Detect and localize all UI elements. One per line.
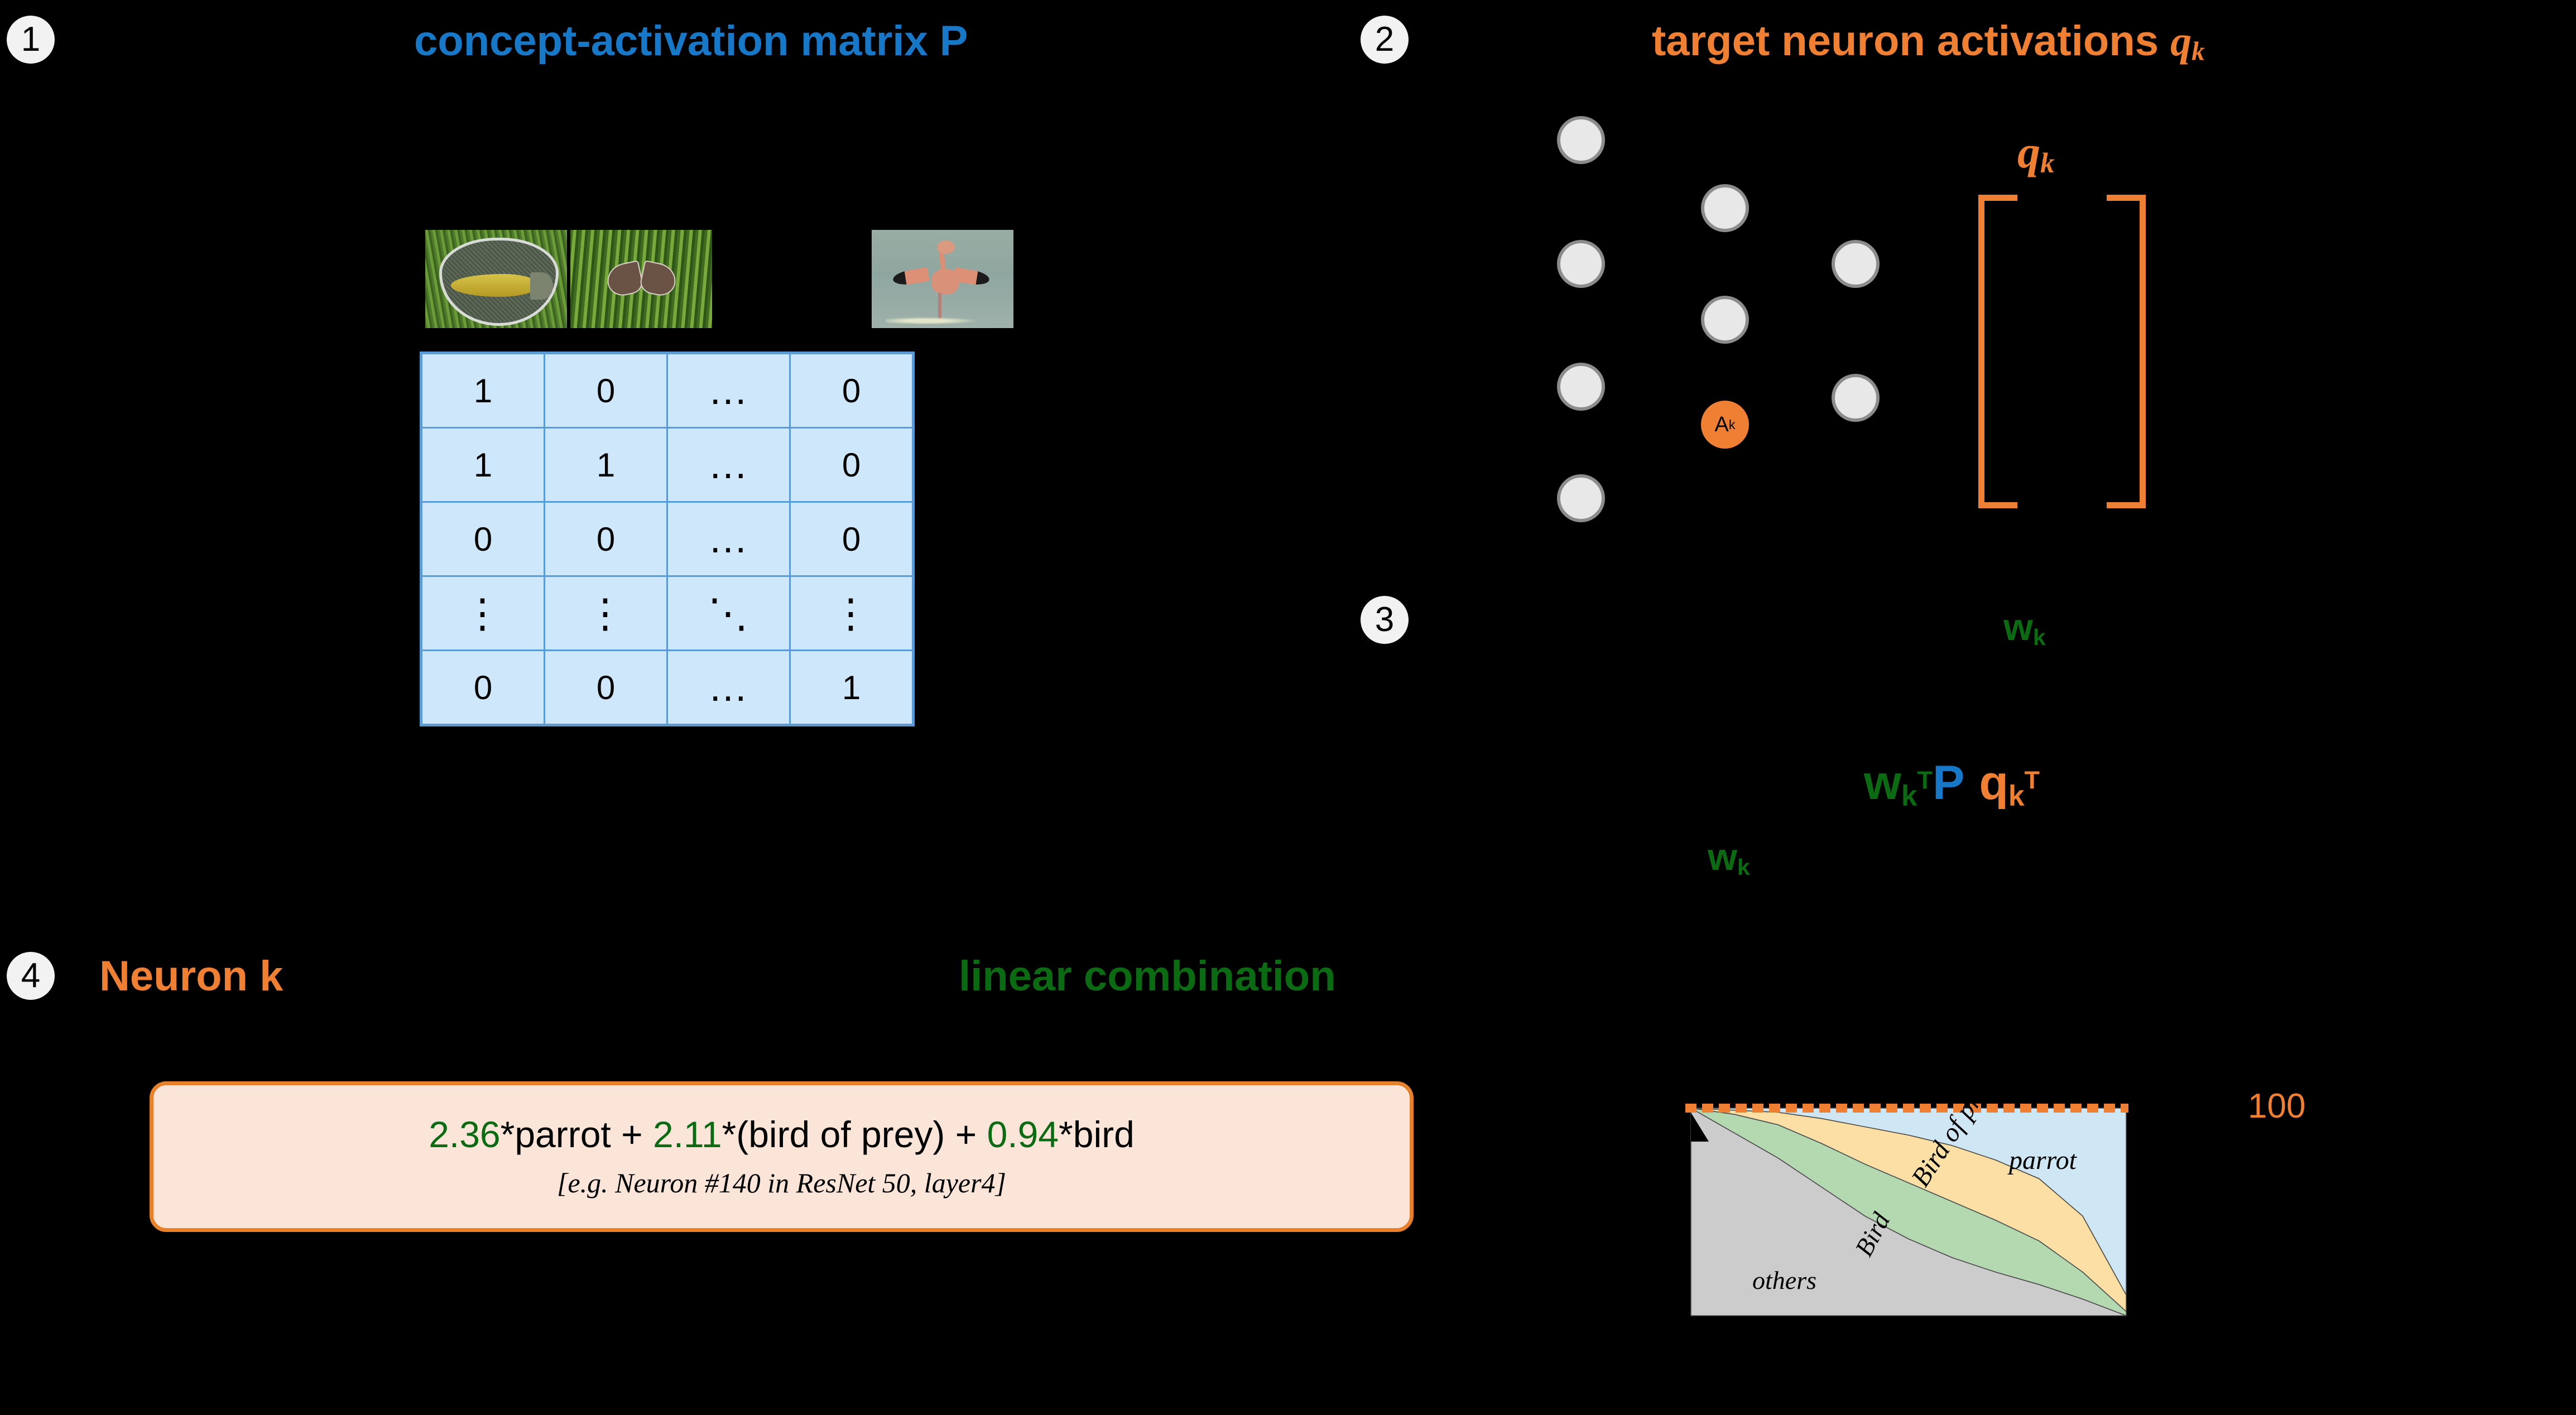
concept-term-2: *(bird of prey) + <box>722 1113 987 1155</box>
coefficient-2: 2.11 <box>652 1113 722 1155</box>
network-node-l2-2 <box>1701 296 1749 344</box>
matrix-cell: 0 <box>420 649 545 726</box>
heading-concept-activation-matrix: concept-activation matrix P <box>414 17 968 65</box>
eq-w: w <box>1864 756 1901 810</box>
matrix-cell: … <box>666 501 791 577</box>
step-badge-2: 2 <box>1361 16 1409 64</box>
eq-w-sub: k <box>1901 779 1917 812</box>
heading-target-neuron-activations: target neuron activations qk <box>1652 20 2205 65</box>
eq-q-sub: k <box>2008 779 2025 812</box>
target-node-subscript: k <box>1728 417 1736 432</box>
matrix-row: ⋮⋮⋱⋮ <box>420 575 914 651</box>
matrix-cell: ⋮ <box>420 575 545 651</box>
neuron-explanation-formula: 2.36*parrot + 2.11*(bird of prey) + 0.94… <box>429 1114 1135 1155</box>
neuron-explanation-note: [e.g. Neuron #140 in ResNet 50, layer4] <box>556 1167 1006 1199</box>
chart-top-reference-label: 100 <box>2248 1087 2306 1125</box>
matrix-cell: … <box>666 649 791 726</box>
heading-q-symbol: q <box>2170 18 2192 65</box>
network-node-l1-4 <box>1557 474 1605 522</box>
matrix-cell: 0 <box>789 352 914 429</box>
weight-label-wk-lower: wk <box>1708 838 1750 879</box>
concept-term-3: *bird <box>1059 1113 1135 1155</box>
matrix-cell: ⋮ <box>544 575 668 651</box>
heading-neuron-k: Neuron k <box>99 952 283 1000</box>
matrix-cell: 0 <box>544 352 668 429</box>
matrix-cell: … <box>666 427 791 503</box>
matrix-cell: 0 <box>789 501 914 577</box>
weight-label-wk-upper: wk <box>2003 608 2046 649</box>
eq-q: q <box>1979 756 2008 810</box>
area-label-parrot: parrot <box>2007 1146 2078 1175</box>
matrix-cell: 1 <box>544 427 668 503</box>
wk-upper-subscript: k <box>2032 624 2046 650</box>
concept-term-1: *parrot + <box>500 1113 653 1155</box>
matrix-cell: ⋮ <box>789 575 914 651</box>
network-node-l1-2 <box>1557 240 1605 288</box>
matrix-cell: … <box>666 352 791 429</box>
heading-linear-combination: linear combination <box>959 952 1336 1000</box>
heading-q-subscript: k <box>2191 37 2205 66</box>
qk-vector-label: qk <box>2017 129 2054 177</box>
eq-w-sup-transpose: T <box>1917 767 1933 795</box>
qk-label-symbol: q <box>2017 127 2040 177</box>
chart-corner-marker <box>1691 1113 1709 1142</box>
network-node-l2-1 <box>1701 184 1749 232</box>
thumbnail-tench-in-net <box>425 230 567 328</box>
wk-lower-symbol: w <box>1708 836 1737 878</box>
matrix-cell: ⋱ <box>666 575 791 651</box>
network-node-l3-2 <box>1832 374 1880 422</box>
wk-upper-symbol: w <box>2003 606 2033 648</box>
eq-p: P <box>1932 756 1965 810</box>
network-node-l1-1 <box>1557 116 1605 164</box>
eq-q-sup-transpose: T <box>2024 767 2040 795</box>
step-badge-1: 1 <box>7 16 55 64</box>
target-node-letter: A <box>1714 412 1729 436</box>
qk-label-subscript: k <box>2040 147 2055 179</box>
step-badge-4: 4 <box>7 952 55 1000</box>
step-badge-3: 3 <box>1361 596 1409 644</box>
matrix-cell: 1 <box>789 649 914 726</box>
heading-target-text: target neuron activations <box>1652 17 2171 65</box>
matrix-cell: 0 <box>789 427 914 503</box>
network-node-l1-3 <box>1557 363 1605 411</box>
matrix-cell: 1 <box>420 427 545 503</box>
coefficient-3: 0.94 <box>987 1113 1059 1155</box>
matrix-cell: 1 <box>420 352 545 429</box>
matrix-cell: 0 <box>420 501 545 577</box>
area-label-others: others <box>1752 1266 1816 1294</box>
thumbnail-butterfly-on-grass <box>570 230 712 328</box>
matrix-cell: 0 <box>544 649 668 726</box>
qk-vector-bracket <box>1978 195 2146 508</box>
wk-lower-subscript: k <box>1737 854 1750 880</box>
neuron-explanation-box: 2.36*parrot + 2.11*(bird of prey) + 0.94… <box>150 1081 1414 1232</box>
network-node-l3-1 <box>1832 240 1880 288</box>
matrix-cell: 0 <box>544 501 668 577</box>
coefficient-1: 2.36 <box>429 1113 501 1155</box>
thumbnail-flamingo-in-water <box>872 230 1013 328</box>
